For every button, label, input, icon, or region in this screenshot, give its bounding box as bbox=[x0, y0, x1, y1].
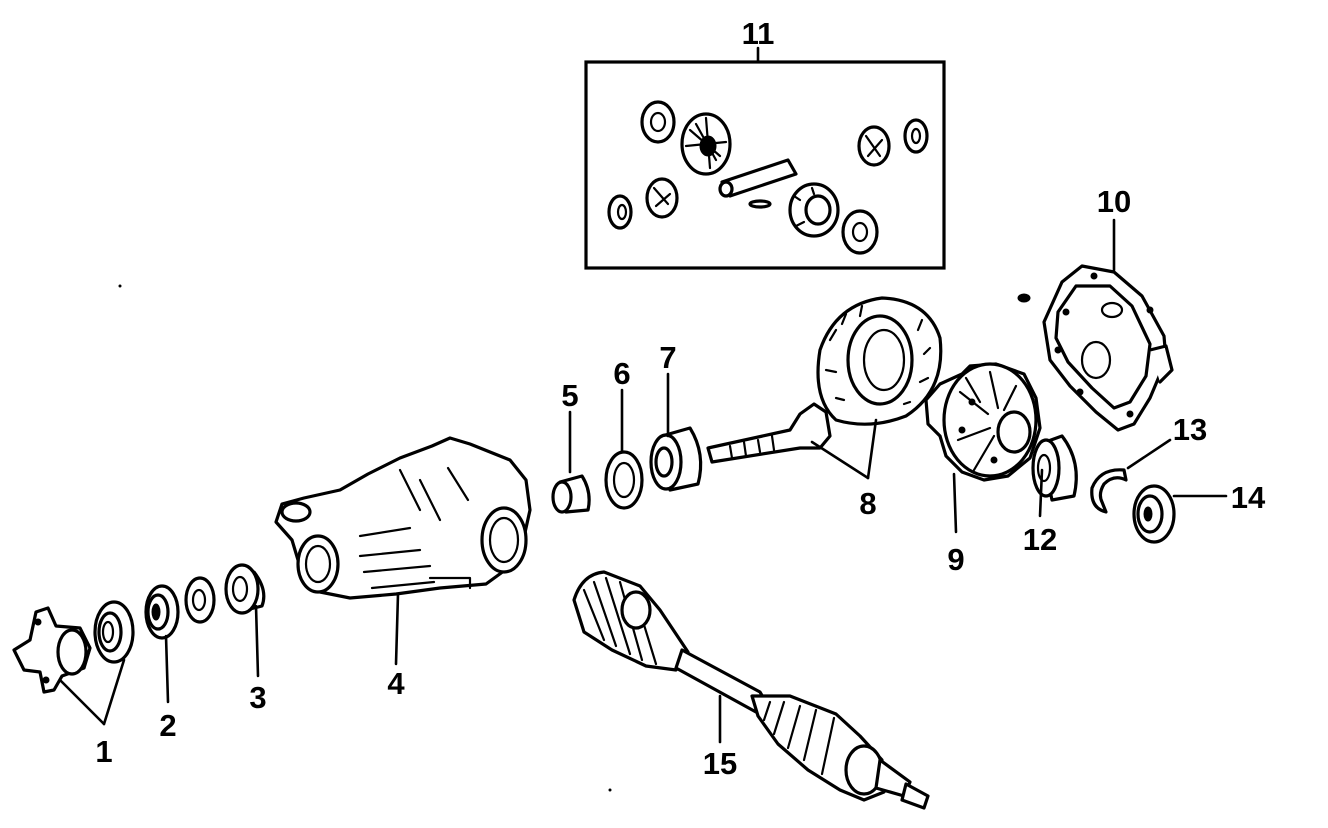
kit-side-gear-top bbox=[680, 112, 732, 176]
part-9-differential-case[interactable] bbox=[924, 362, 1042, 482]
leader-12 bbox=[1038, 468, 1044, 518]
leader-lines bbox=[58, 46, 1228, 744]
leader-13 bbox=[1126, 438, 1172, 470]
kit-washer-right bbox=[903, 118, 929, 154]
callout-8: 8 bbox=[859, 486, 876, 521]
callout-12: 12 bbox=[1023, 522, 1057, 557]
callout-15: 15 bbox=[703, 746, 737, 781]
callout-labels: 1 2 3 4 5 6 7 8 9 10 11 12 13 14 15 bbox=[95, 16, 1266, 781]
part-1-oil-seal[interactable] bbox=[93, 600, 135, 664]
kit-washer-left bbox=[607, 194, 633, 230]
callout-10: 10 bbox=[1097, 184, 1131, 219]
leader-8b bbox=[866, 418, 878, 480]
leader-9 bbox=[952, 472, 958, 534]
leader-2 bbox=[164, 634, 170, 704]
part-1-drive-flange[interactable] bbox=[12, 606, 92, 694]
part-14-axle-seal[interactable] bbox=[1132, 484, 1176, 544]
part-8-ring-gear[interactable] bbox=[816, 296, 943, 426]
part-15-cv-axle-shaft[interactable] bbox=[572, 570, 930, 810]
leader-1a bbox=[58, 678, 106, 726]
part-2-bearing[interactable] bbox=[144, 584, 180, 640]
part-7-pinion-bearing[interactable] bbox=[649, 426, 703, 492]
scan-specks bbox=[118, 284, 612, 792]
leader-1b bbox=[102, 658, 126, 726]
callout-7: 7 bbox=[659, 340, 676, 375]
callout-9: 9 bbox=[947, 542, 964, 577]
kit-thrust-washer-top bbox=[640, 100, 676, 144]
kit-side-gear-bottom bbox=[788, 182, 840, 238]
part-11-gear-kit[interactable] bbox=[584, 60, 946, 270]
part-12-side-bearing[interactable] bbox=[1031, 434, 1078, 502]
callout-11: 11 bbox=[742, 16, 775, 51]
spacer-ring[interactable] bbox=[184, 576, 216, 624]
kit-pinion-gear-right bbox=[857, 125, 891, 167]
part-6-shim[interactable] bbox=[604, 450, 644, 510]
kit-pinion-gear-left bbox=[645, 177, 679, 219]
kit-thrust-washer-bottom bbox=[841, 209, 879, 255]
callout-5: 5 bbox=[561, 378, 578, 413]
part-4-differential-carrier-housing[interactable] bbox=[274, 436, 532, 600]
leader-3 bbox=[254, 604, 260, 678]
part-10-differential-cover[interactable] bbox=[1017, 264, 1174, 432]
callout-1: 1 bbox=[95, 734, 112, 769]
kit-pin bbox=[748, 199, 772, 209]
gear-kit-frame bbox=[584, 60, 946, 270]
leader-4 bbox=[394, 592, 400, 666]
callout-13: 13 bbox=[1173, 412, 1207, 447]
part-13-snap-ring[interactable] bbox=[1090, 468, 1128, 514]
callout-4: 4 bbox=[387, 666, 405, 701]
callout-14: 14 bbox=[1231, 480, 1266, 515]
part-3-bearing[interactable] bbox=[224, 563, 266, 615]
leader-8a bbox=[810, 440, 870, 480]
part-8-pinion-gear-shaft[interactable] bbox=[706, 402, 832, 464]
kit-cross-shaft bbox=[718, 158, 798, 198]
callout-6: 6 bbox=[613, 356, 630, 391]
callout-2: 2 bbox=[159, 708, 176, 743]
part-5-crush-sleeve[interactable] bbox=[551, 474, 591, 514]
callout-3: 3 bbox=[249, 680, 266, 715]
